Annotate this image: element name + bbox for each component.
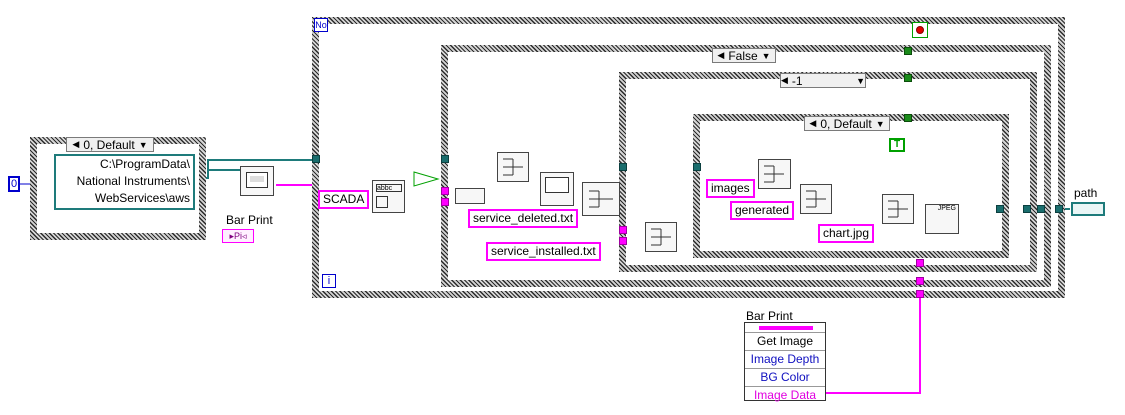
property-get-image[interactable]: Get Image bbox=[745, 332, 825, 350]
path-line-2: National Instruments\ bbox=[76, 174, 190, 188]
stop-icon[interactable] bbox=[912, 22, 928, 38]
chevron-down-icon[interactable]: ▼ bbox=[138, 139, 148, 150]
path-line-1: C:\ProgramData\ bbox=[99, 157, 190, 171]
iteration-terminal: i bbox=[322, 274, 336, 288]
case-inner-value: 0, Default bbox=[820, 116, 872, 131]
path-indicator[interactable] bbox=[1071, 202, 1105, 216]
tunnel-path-8 bbox=[1055, 205, 1063, 213]
path-line-3: WebServices\aws bbox=[94, 191, 190, 205]
tunnel-path-4 bbox=[693, 163, 701, 171]
chevron-left-icon[interactable]: ◀ bbox=[781, 75, 788, 85]
tunnel-bool-1 bbox=[904, 47, 912, 55]
outer-case-selector[interactable]: ◀ 0, Default ▼ bbox=[66, 137, 154, 152]
tunnel-path-3 bbox=[619, 163, 627, 171]
bar-print-refnum-icon[interactable]: ▸Pi◃ bbox=[222, 229, 254, 243]
property-image-data[interactable]: Image Data bbox=[745, 386, 825, 404]
string-images[interactable]: images bbox=[706, 179, 755, 198]
tunnel-image-1 bbox=[916, 259, 924, 267]
file-dialog-icon[interactable] bbox=[240, 166, 274, 196]
chevron-down-icon[interactable]: ▼ bbox=[761, 50, 771, 61]
tunnel-string-1 bbox=[441, 187, 449, 195]
build-path-icon-6[interactable] bbox=[882, 194, 914, 224]
match-pattern-icon[interactable]: abbc bbox=[372, 180, 405, 213]
tunnel-path-5 bbox=[996, 205, 1004, 213]
numeric-constant[interactable]: 0 bbox=[8, 176, 20, 192]
compare-icon[interactable] bbox=[412, 170, 440, 188]
path-constant: C:\ProgramData\ National Instruments\ We… bbox=[54, 154, 195, 210]
select-icon[interactable] bbox=[455, 188, 485, 204]
tunnel-path-2 bbox=[441, 155, 449, 163]
tunnel-string-2 bbox=[441, 198, 449, 206]
property-node[interactable]: Get Image Image Depth BG Color Image Dat… bbox=[744, 322, 826, 404]
tunnel-string-4 bbox=[619, 237, 627, 245]
case-false-value: False bbox=[728, 48, 758, 63]
chevron-down-icon[interactable]: ▼ bbox=[856, 75, 865, 86]
build-path-icon[interactable] bbox=[497, 152, 529, 182]
tunnel-path-7 bbox=[1037, 205, 1045, 213]
build-path-icon-5[interactable] bbox=[800, 184, 832, 214]
chevron-down-icon[interactable]: ▼ bbox=[875, 118, 885, 129]
while-loop-label: No bbox=[314, 18, 328, 32]
string-generated[interactable]: generated bbox=[730, 201, 795, 220]
boolean-constant[interactable]: T bbox=[889, 138, 905, 152]
property-node-title: Bar Print bbox=[746, 309, 793, 323]
case-false-selector[interactable]: ◀ False ▼ bbox=[712, 48, 776, 63]
string-service-installed[interactable]: service_installed.txt bbox=[486, 242, 601, 261]
build-path-icon-4[interactable] bbox=[758, 159, 791, 189]
file-dialog-icon-2[interactable] bbox=[540, 172, 574, 206]
case-inner-selector[interactable]: ◀ 0, Default ▼ bbox=[804, 116, 890, 131]
outer-case-selector-value: 0, Default bbox=[83, 137, 135, 152]
string-chart[interactable]: chart.jpg bbox=[818, 224, 875, 243]
tunnel-image-2 bbox=[916, 277, 924, 285]
property-image-depth[interactable]: Image Depth bbox=[745, 350, 825, 368]
tunnel-path-1 bbox=[312, 155, 320, 163]
string-service-deleted[interactable]: service_deleted.txt bbox=[468, 209, 579, 228]
write-jpeg-icon[interactable]: JPEG bbox=[925, 204, 959, 234]
case-minus1-value: -1 bbox=[791, 73, 803, 88]
tunnel-string-3 bbox=[619, 226, 627, 234]
bar-print-ref-label: Bar Print bbox=[226, 213, 273, 227]
chevron-left-icon[interactable]: ◀ bbox=[809, 118, 817, 128]
tunnel-bool-2 bbox=[904, 74, 912, 82]
string-scada[interactable]: SCADA bbox=[318, 190, 370, 209]
case-minus1-selector[interactable]: ◀ -1 ▼ bbox=[780, 73, 866, 88]
build-path-icon-3[interactable] bbox=[645, 222, 677, 252]
chevron-left-icon[interactable]: ◀ bbox=[717, 50, 725, 60]
tunnel-image-3 bbox=[916, 290, 924, 298]
tunnel-bool-3 bbox=[904, 114, 912, 122]
path-indicator-label: path bbox=[1074, 186, 1098, 200]
property-bg-color[interactable]: BG Color bbox=[745, 368, 825, 386]
tunnel-path-6 bbox=[1023, 205, 1031, 213]
build-path-icon-2[interactable] bbox=[582, 182, 620, 216]
chevron-left-icon[interactable]: ◀ bbox=[72, 139, 80, 149]
